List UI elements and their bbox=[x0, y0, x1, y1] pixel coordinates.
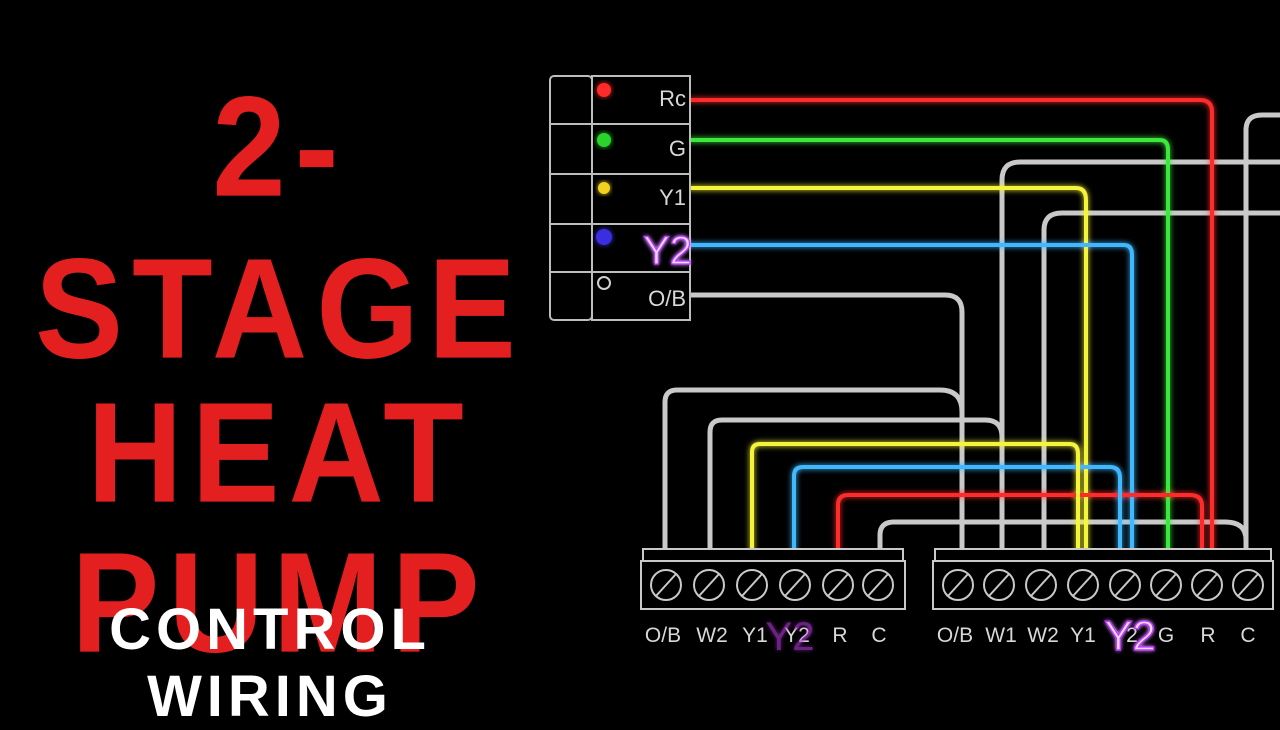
indoor-screw-r bbox=[1191, 569, 1223, 601]
indoor-label-w2: W2 bbox=[1027, 624, 1059, 647]
indoor-label-c: C bbox=[1240, 624, 1255, 647]
wire-y1 bbox=[688, 186, 1088, 554]
outdoor-y2-annotation: Y2 bbox=[766, 615, 815, 659]
indoor-screw-y2 bbox=[1109, 569, 1141, 601]
thermostat-label-y2: Y2 bbox=[643, 229, 692, 273]
wire-outdoor-y2 bbox=[792, 465, 1122, 582]
indoor-label-ob: O/B bbox=[937, 624, 973, 647]
ob-indicator-led bbox=[597, 276, 611, 290]
outdoor-label-c: C bbox=[871, 624, 886, 647]
outdoor-terminal-block: O/B W2 Y1 Y2 R C Y2 bbox=[640, 548, 906, 659]
indoor-terminal-block: O/B W1 W2 Y1 Y2 G R C Y2 bbox=[932, 548, 1274, 660]
indoor-screw-c bbox=[1232, 569, 1264, 601]
outdoor-screw-ob bbox=[650, 569, 682, 601]
wire-outdoor-r bbox=[836, 493, 1204, 582]
indoor-screw-w1 bbox=[983, 569, 1015, 601]
outdoor-screw-y2 bbox=[779, 569, 811, 601]
indoor-screws bbox=[942, 569, 1264, 601]
outdoor-label-y2: Y2 bbox=[784, 624, 810, 647]
y1-indicator-led bbox=[598, 182, 610, 194]
outdoor-label-r: R bbox=[832, 624, 847, 647]
outdoor-screw-r bbox=[822, 569, 854, 601]
wiring-diagram: Rc G Y1 Y2 O/B O/B W2 Y1 Y2 R C Y2 bbox=[549, 75, 1280, 660]
indoor-screw-w2 bbox=[1025, 569, 1057, 601]
gray-wire-ob bbox=[687, 292, 965, 552]
gray-wire-indoor-w2 bbox=[1041, 210, 1280, 552]
gray-wires bbox=[662, 112, 1280, 552]
wire-g bbox=[688, 138, 1170, 554]
outdoor-label-w2: W2 bbox=[696, 624, 728, 647]
outdoor-label-ob: O/B bbox=[645, 624, 681, 647]
outdoor-label-y1: Y1 bbox=[742, 624, 768, 647]
title-line-3: PUMP bbox=[71, 523, 489, 682]
outdoor-screws bbox=[650, 569, 894, 601]
indoor-label-y2: Y2 bbox=[1112, 624, 1138, 647]
indoor-label-y1: Y1 bbox=[1070, 624, 1096, 647]
indoor-label-r: R bbox=[1200, 624, 1215, 647]
gray-wire-right bbox=[1243, 112, 1280, 552]
outdoor-terminal-strip bbox=[640, 560, 906, 610]
thermostat-label-ob: O/B bbox=[648, 286, 686, 311]
thermostat-terminal-block: Rc G Y1 Y2 O/B bbox=[549, 75, 693, 321]
indoor-label-g: G bbox=[1158, 624, 1174, 647]
outdoor-screw-y1 bbox=[736, 569, 768, 601]
gray-wire-outdoor-ob bbox=[662, 387, 965, 552]
wire-outdoor-y1 bbox=[750, 442, 1080, 554]
indoor-y2-annotation: Y2 bbox=[1104, 612, 1155, 659]
gray-wire-indoor-w1 bbox=[999, 159, 1280, 552]
wire-r bbox=[688, 98, 1214, 562]
indoor-screw-g bbox=[1150, 569, 1182, 601]
subtitle: CONTROL WIRING bbox=[109, 597, 431, 729]
colored-wires bbox=[688, 98, 1214, 582]
wire-y2 bbox=[688, 243, 1134, 554]
indoor-label-w1: W1 bbox=[985, 624, 1017, 647]
title: 2-STAGE HEAT PUMP bbox=[0, 67, 560, 682]
y2-indicator-led bbox=[596, 229, 612, 245]
g-indicator-led bbox=[597, 133, 611, 147]
thermostat-left-tabs bbox=[549, 75, 593, 321]
indoor-terminal-strip bbox=[932, 560, 1274, 610]
outdoor-screw-c bbox=[862, 569, 894, 601]
indoor-screw-ob bbox=[942, 569, 974, 601]
title-line-1: 2-STAGE bbox=[35, 67, 525, 388]
outdoor-screw-w2 bbox=[693, 569, 725, 601]
indoor-screw-y1 bbox=[1067, 569, 1099, 601]
thermostat-label-rc: Rc bbox=[659, 86, 686, 111]
thermostat-label-y1: Y1 bbox=[659, 185, 686, 210]
title-line-2: HEAT bbox=[87, 373, 473, 532]
rc-indicator-led bbox=[597, 83, 611, 97]
thermostat-label-g: G bbox=[669, 136, 686, 161]
gray-wire-outdoor-c bbox=[877, 519, 1249, 552]
